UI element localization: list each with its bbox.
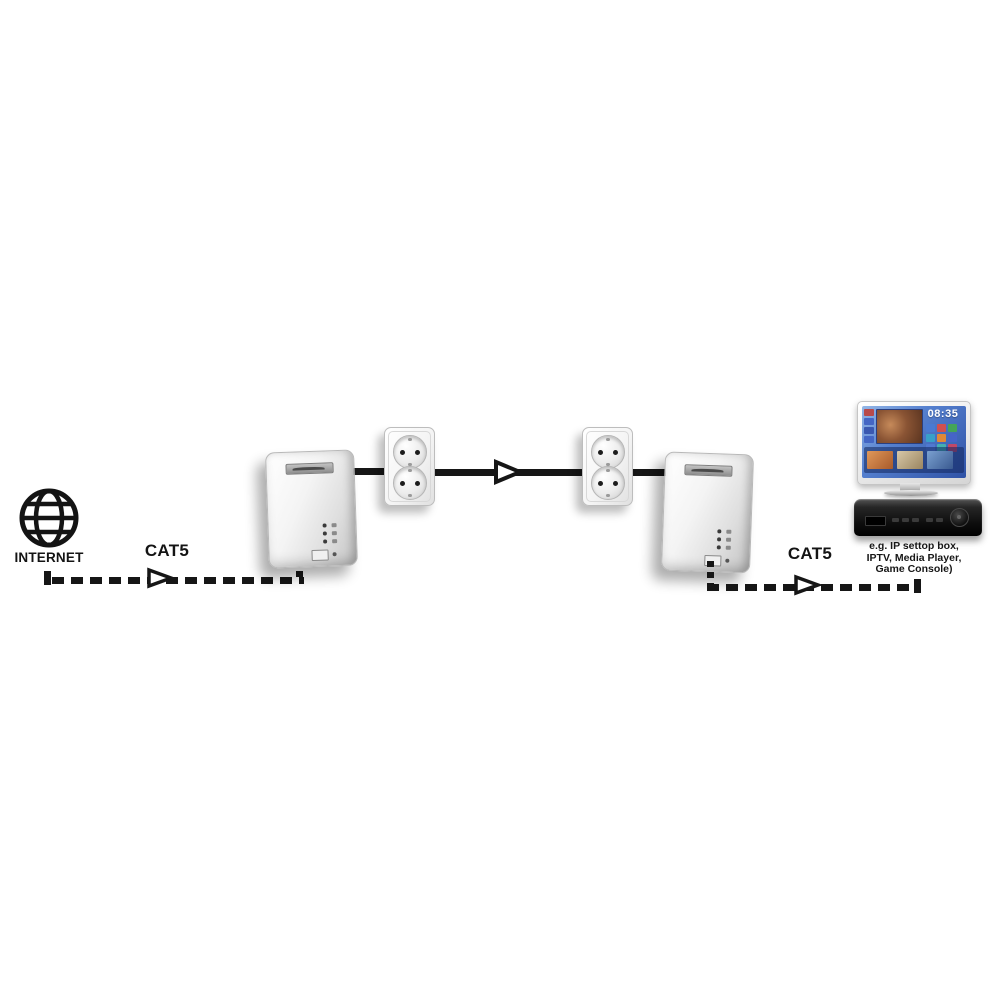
menu-tile [864,409,874,416]
tv-clock: 08:35 [927,408,959,420]
cat5-right-label: CAT5 [787,544,833,563]
ethernet-led [716,545,733,550]
wall-socket-left [384,427,435,506]
cat5-right-end-tick [914,579,921,593]
cat5-left-start-tick [44,571,51,585]
menu-tile [864,427,874,434]
brand-logo [285,462,334,475]
stb-dial [950,508,969,527]
ethernet-port-dot [332,552,337,557]
cat5-left-cable [52,577,304,584]
tv-stand-neck [900,483,920,491]
power-cable-adapter1-socket1 [349,468,393,475]
stb-display [865,516,886,526]
tv-stand-base [884,490,938,496]
strip-thumbnail [927,451,953,469]
ethernet-led [323,539,339,544]
app-tile [948,434,957,442]
right-arrow-icon [147,567,174,589]
app-tile [948,424,957,432]
power-led [322,523,339,528]
connected-devices-caption: e.g. IP settop box, IPTV, Media Player, … [836,540,992,576]
app-tile [937,434,946,442]
home-link-led [322,531,339,536]
socket-frame [388,431,431,502]
globe-icon [19,488,79,548]
outlet-bottom [393,466,427,500]
app-tile [926,424,935,432]
stb-button [912,518,919,522]
ethernet-port [311,549,329,562]
menu-tile [864,418,874,425]
caption-line: IPTV, Media Player, [866,551,962,564]
outlet-bottom [591,466,625,500]
cat5-right-cable-riser [707,561,714,587]
caption-line: e.g. IP settop box, [869,540,959,552]
socket-frame [586,431,629,502]
smart-tv: 08:35 [857,401,971,485]
powerline-adapter-right [660,451,755,574]
internet-label: INTERNET [14,550,84,565]
cat5-left-label: CAT5 [144,541,190,560]
power-cable-socket2-adapter2 [622,469,672,476]
app-tile [926,434,935,442]
ethernet-port-dot [725,558,730,563]
power-led [717,529,733,534]
wall-socket-right [582,427,633,506]
set-top-box [854,499,982,536]
stb-button [926,518,933,522]
outlet-top [393,435,427,469]
menu-tile [864,436,874,443]
tv-video-thumbnail [876,409,923,444]
strip-thumbnail [867,451,893,469]
right-arrow-icon [794,574,821,596]
app-tile [937,424,946,432]
brand-logo [684,464,733,477]
home-link-led [716,537,733,542]
tv-thumbnail-strip [864,447,964,473]
stb-button [902,518,909,522]
outlet-top [591,435,625,469]
strip-thumbnail [897,451,923,469]
stb-button [936,518,943,522]
tv-screen: 08:35 [862,406,966,478]
powerline-adapter-left [265,449,358,569]
right-arrow-icon [494,459,523,485]
stb-button [892,518,899,522]
caption-line: Game Console) [875,563,953,575]
